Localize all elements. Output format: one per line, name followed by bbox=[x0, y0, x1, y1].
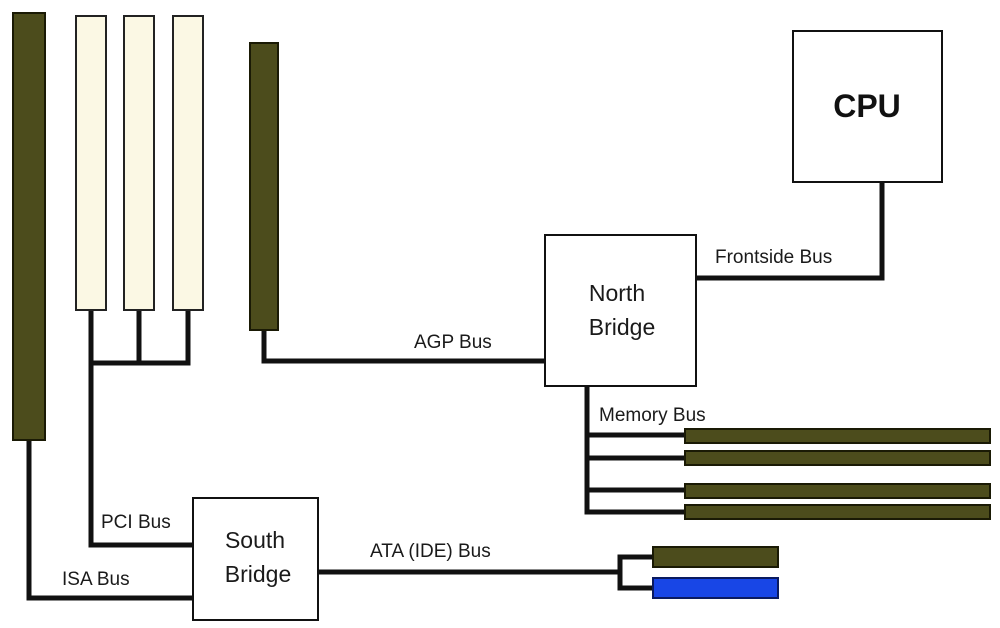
cpu-box bbox=[792, 30, 943, 183]
ata-bus-label: ATA (IDE) Bus bbox=[370, 541, 491, 562]
south-bridge-box bbox=[192, 497, 319, 621]
pci-slot-2 bbox=[123, 15, 155, 311]
isa-bus-label: ISA Bus bbox=[62, 569, 130, 590]
cpu-label: CPU bbox=[833, 88, 901, 124]
north-bridge-box bbox=[544, 234, 697, 387]
ide-drive-1 bbox=[652, 546, 779, 568]
isa-slot bbox=[12, 12, 46, 441]
memory-slot-2 bbox=[684, 450, 991, 466]
ata-bus-wire bbox=[315, 554, 656, 591]
memory-slot-4 bbox=[684, 504, 991, 520]
pci-bus-label: PCI Bus bbox=[101, 512, 171, 533]
north-bridge-label-line1: North bbox=[589, 280, 645, 306]
pci-slot-1 bbox=[75, 15, 107, 311]
memory-slot-1 bbox=[684, 428, 991, 444]
frontside-bus-wire bbox=[695, 179, 885, 281]
isa-bus-wire bbox=[26, 437, 196, 601]
memory-bus-wire bbox=[584, 384, 688, 515]
agp-bus-label: AGP Bus bbox=[414, 332, 492, 353]
ide-drive-2 bbox=[652, 577, 779, 599]
pci-bus-wire bbox=[88, 307, 196, 548]
north-bridge-label-line2: Bridge bbox=[589, 314, 655, 340]
agp-bus-wire bbox=[261, 327, 548, 364]
memory-slot-3 bbox=[684, 483, 991, 499]
memory-bus-label: Memory Bus bbox=[599, 405, 706, 426]
pci-slot-3 bbox=[172, 15, 204, 311]
south-bridge-label-line1: South bbox=[225, 527, 285, 553]
agp-slot bbox=[249, 42, 279, 331]
south-bridge-label-line2: Bridge bbox=[225, 561, 291, 587]
frontside-bus-label: Frontside Bus bbox=[715, 247, 832, 268]
